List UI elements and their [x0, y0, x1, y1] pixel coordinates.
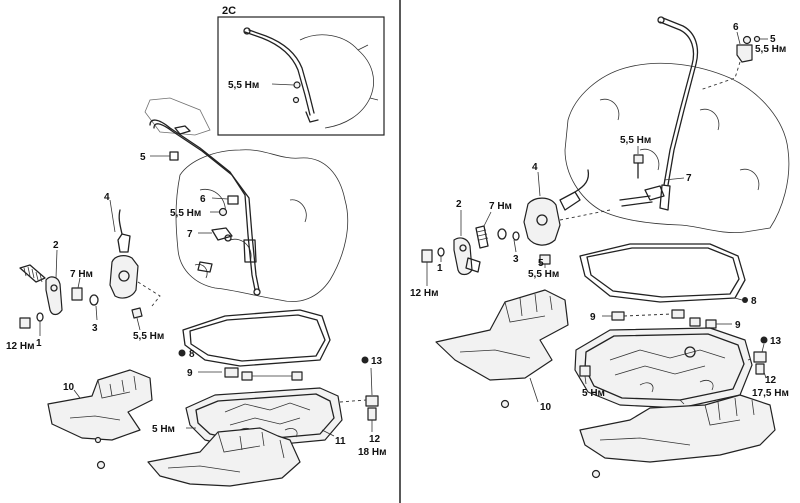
left-callout-2: 2 — [53, 240, 59, 251]
right-gasket-8 — [579, 243, 746, 303]
right-callout-9a: 9 — [590, 312, 596, 323]
right-callout-5b: 5 — [538, 258, 544, 269]
left-torque-7: 7 Нм — [70, 269, 93, 280]
left-splash-shield-lower — [147, 427, 301, 487]
right-torque-55b: 5,5 Нм — [620, 135, 651, 146]
right-oil-pan-11 — [574, 327, 753, 409]
transmission-case-right — [564, 62, 790, 233]
left-part-2 — [19, 249, 63, 316]
left-panel: 2C 5,5 Нм 5 — [6, 5, 387, 487]
left-torque-55a: 5,5 Нм — [170, 208, 201, 219]
right-callout-7: 7 — [686, 173, 692, 184]
left-callout-10: 10 — [63, 382, 75, 393]
right-callout-13: 13 — [770, 336, 782, 347]
right-callout-1: 1 — [437, 263, 443, 274]
right-callout-3: 3 — [513, 254, 519, 265]
inset-2c: 2C 5,5 Нм — [217, 5, 385, 136]
left-callout-1: 1 — [36, 338, 42, 349]
left-torque-12: 12 Нм — [6, 341, 35, 352]
left-callout-13: 13 — [371, 356, 383, 367]
inset-torque-label: 5,5 Нм — [228, 80, 259, 91]
left-gasket-8 — [182, 309, 331, 367]
right-callout-2: 2 — [456, 199, 462, 210]
right-torque-55c: 5,5 Нм — [528, 269, 559, 280]
left-callout-3: 3 — [92, 323, 98, 334]
right-callout-8: 8 — [751, 296, 757, 307]
right-torque-175: 17,5 Нм — [752, 388, 789, 399]
left-callout-8: 8 — [189, 349, 195, 360]
right-splash-shield-lower — [579, 394, 776, 463]
left-callout-6: 6 — [200, 194, 206, 205]
left-callout-9: 9 — [187, 368, 193, 379]
right-part-4 — [523, 169, 590, 246]
left-splash-shield-10 — [47, 369, 153, 441]
left-part-4 — [109, 199, 139, 299]
right-panel: 6 5 5,5 Нм 5,5 Нм 7 4 5,5 Нм 5 — [410, 16, 790, 479]
left-torque-5: 5 Нм — [152, 424, 175, 435]
right-torque-12: 12 Нм — [410, 288, 439, 299]
left-callout-5: 5 — [140, 152, 146, 163]
right-torque-7: 7 Нм — [489, 201, 512, 212]
right-part-2 — [453, 210, 481, 276]
left-callout-11: 11 — [335, 436, 346, 447]
right-callout-9b: 9 — [735, 320, 741, 331]
left-callout-4: 4 — [104, 192, 110, 203]
right-dipstick-tube — [657, 16, 699, 211]
right-torque-5: 5 Нм — [582, 388, 605, 399]
inset-label: 2C — [222, 5, 236, 17]
left-torque-55b: 5,5 Нм — [133, 331, 164, 342]
left-callout-7: 7 — [187, 229, 193, 240]
right-callout-5a: 5 — [770, 34, 776, 45]
right-callout-10: 10 — [540, 402, 552, 413]
right-callout-4: 4 — [532, 162, 538, 173]
transmission-case-left — [175, 149, 349, 302]
right-splash-shield-10 — [435, 289, 569, 381]
right-torque-55a: 5,5 Нм — [755, 44, 786, 55]
right-callout-6: 6 — [733, 22, 739, 33]
oil-cooler-pipe-left — [149, 119, 261, 296]
left-torque-18: 18 Нм — [358, 447, 387, 458]
left-callout-12: 12 — [369, 434, 381, 445]
right-callout-12: 12 — [765, 375, 777, 386]
